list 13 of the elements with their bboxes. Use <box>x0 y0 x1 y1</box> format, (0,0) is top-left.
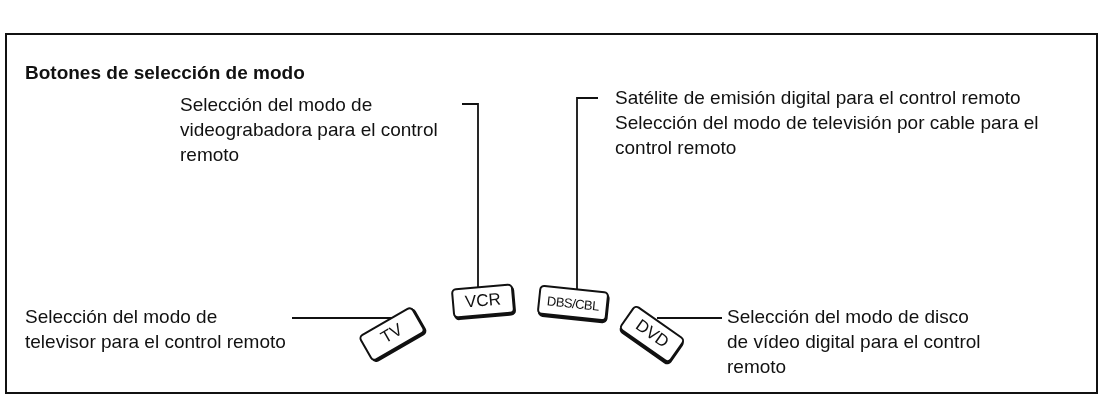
callout-text: Selección del modo de televisor para el control remoto <box>25 305 287 354</box>
mode-button: VCR <box>450 283 516 319</box>
leader-line <box>656 317 723 319</box>
mode-button: DBS/CBL <box>536 284 610 322</box>
callout-text: Selección del modo de disco de vídeo digital para el control remoto <box>727 305 982 379</box>
callout-text: Selección del modo de videograbadora para el control remoto <box>180 93 439 167</box>
callout-text: Satélite de emisión digital para el control remoto <box>615 86 1022 110</box>
diagram-title: Botones de selección de modo <box>25 62 305 84</box>
leader-line <box>576 97 599 290</box>
callout-text: Selección del modo de televisión por cable para el control remoto <box>615 111 1040 160</box>
mode-button: TV <box>357 305 427 363</box>
leader-line <box>461 103 479 288</box>
mode-button: DVD <box>618 303 686 365</box>
